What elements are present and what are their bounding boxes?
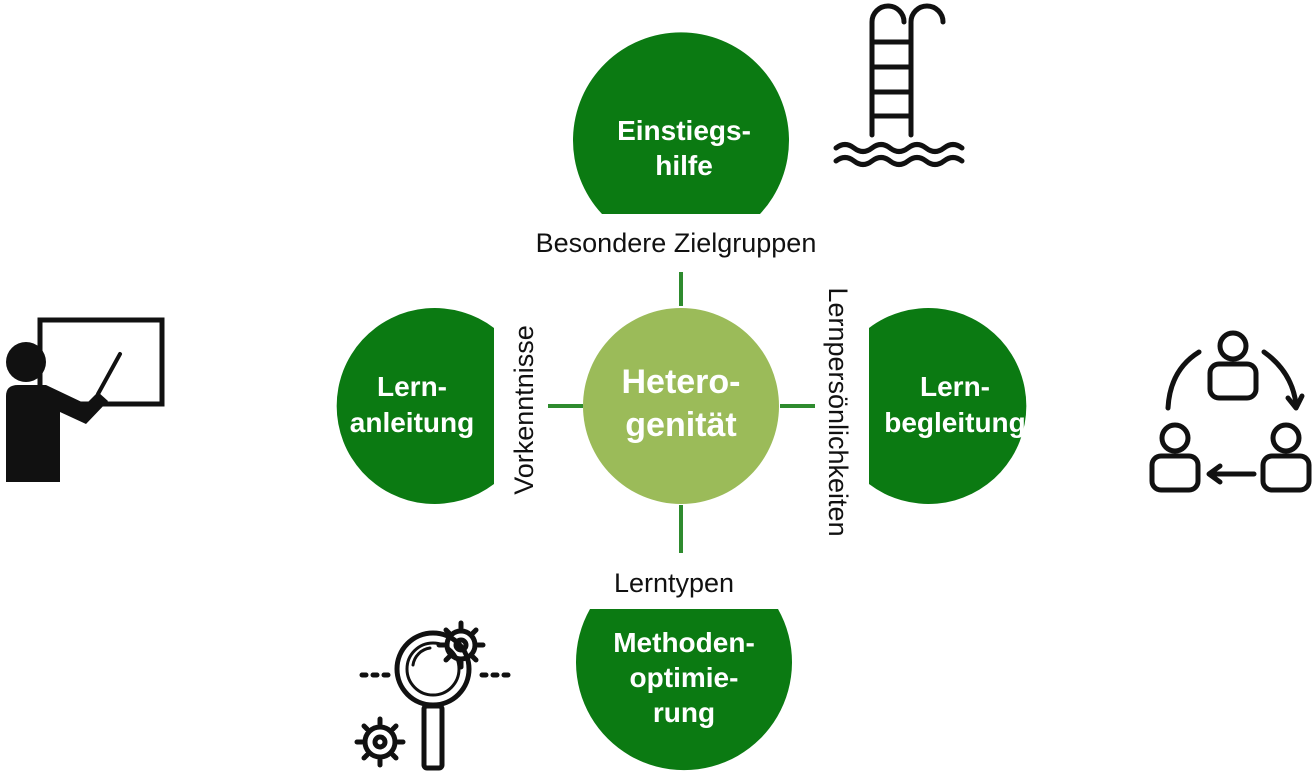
node-bottom-line2: optimie-	[630, 662, 739, 693]
connectors	[548, 272, 815, 553]
teacher-at-board-icon	[6, 317, 165, 482]
node-lernanleitung: Lern- anleitung	[336, 308, 494, 504]
node-methodenoptimierung: Methoden- optimie- rung	[576, 609, 792, 771]
team-cycle-icon	[1149, 330, 1312, 493]
center-label-line2: genität	[625, 406, 736, 444]
axis-label-top: Besondere Zielgruppen	[536, 228, 817, 258]
node-top-line2: hilfe	[655, 150, 713, 181]
node-bottom-line1: Methoden-	[613, 627, 755, 658]
center-node: Hetero- genität	[583, 308, 779, 504]
node-bottom-line3: rung	[653, 697, 715, 728]
pool-ladder-icon	[833, 3, 965, 167]
axis-label-left: Vorkenntnisse	[509, 325, 539, 495]
node-lernbegleitung: Lern- begleitung	[869, 308, 1027, 504]
node-left-line2: anleitung	[350, 407, 474, 438]
node-top-line1: Einstiegs-	[617, 115, 751, 146]
node-right-line2: begleitung	[884, 407, 1026, 438]
center-label-line1: Hetero-	[621, 363, 740, 401]
node-einstiegshilfe: Einstiegs- hilfe	[573, 32, 789, 215]
node-right-line1: Lern-	[920, 371, 990, 402]
axis-label-bottom: Lerntypen	[614, 568, 734, 598]
node-left-line1: Lern-	[377, 371, 447, 402]
axis-label-right: Lernpersönlichkeiten	[823, 287, 853, 536]
magnifier-gears-icon	[354, 620, 511, 771]
